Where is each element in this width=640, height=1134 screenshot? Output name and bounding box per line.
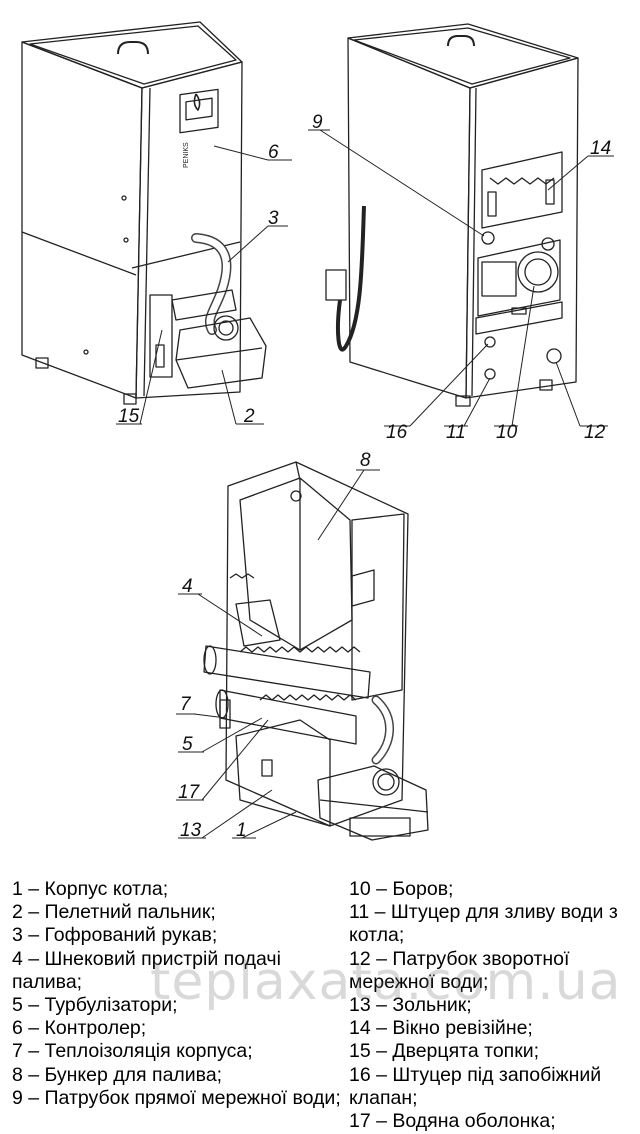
legend-item: 4 – Шнековий пристрій подачі палива; (12, 947, 281, 993)
legend-item: 2 – Пелетний пальник; (12, 901, 216, 924)
callout-15: 15 (118, 406, 140, 427)
callout-6: 6 (268, 142, 279, 163)
callout-3: 3 (268, 208, 279, 229)
callout-16: 16 (386, 422, 408, 443)
callout-14: 14 (590, 138, 611, 159)
legend-right-column: 10 – Боров; 11 – Штуцер для зливу води з… (349, 878, 634, 1133)
boiler-cutaway-view (203, 461, 429, 841)
legend-item: 14 – Вікно ревізійне; (349, 1017, 533, 1040)
legend-item: 7 – Теплоізоляція корпуса; (12, 1040, 253, 1063)
boiler-technical-drawing: PENIKS (21, 21, 614, 841)
callout-11: 11 (446, 422, 466, 443)
callout-2: 2 (243, 406, 255, 427)
legend-item: 5 – Турбулізатори; (12, 994, 178, 1017)
callout-5: 5 (182, 734, 193, 755)
legend-item: 9 – Патрубок прямої мережної води; (12, 1086, 341, 1109)
legend-item: 10 – Боров; (349, 878, 454, 900)
legend-item: 15 – Дверцята топки; (349, 1040, 540, 1063)
legend-item: 1 – Корпус котла; (12, 878, 169, 900)
legend-item: 11 – Штуцер для зливу води з котла; (349, 901, 618, 947)
callout-8: 8 (360, 450, 371, 471)
legend-item: 6 – Контролер; (12, 1017, 147, 1040)
watermark: teplaxata.com.ua (150, 952, 622, 1012)
callout-4: 4 (182, 576, 193, 597)
boiler-rear-view (325, 23, 579, 407)
boiler-front-view: PENIKS (21, 21, 267, 405)
legend-item: 16 – Штуцер під запобіжний клапан; (349, 1063, 602, 1109)
callout-13: 13 (180, 820, 202, 841)
legend-left-column: 1 – Корпус котла; 2 – Пелетний пальник; … (12, 878, 342, 1110)
callout-numbers: 6 3 15 2 9 14 16 11 10 12 8 4 7 5 17 13 … (118, 112, 611, 841)
callout-12: 12 (584, 422, 606, 443)
legend-item: 8 – Бункер для палива; (12, 1063, 223, 1086)
callout-9: 9 (312, 112, 323, 133)
legend-item: 13 – Зольник; (349, 994, 472, 1017)
brand-label: PENIKS (183, 142, 190, 168)
legend-item: 17 – Водяна оболонка; (349, 1110, 556, 1133)
callout-1: 1 (236, 820, 247, 841)
callout-10: 10 (496, 422, 518, 443)
callout-7: 7 (180, 694, 192, 715)
legend-item: 3 – Гофрований рукав; (12, 924, 218, 947)
legend-item: 12 – Патрубок зворотної мережної води; (349, 947, 570, 993)
callout-17: 17 (178, 782, 201, 803)
leader-lines (116, 129, 614, 839)
